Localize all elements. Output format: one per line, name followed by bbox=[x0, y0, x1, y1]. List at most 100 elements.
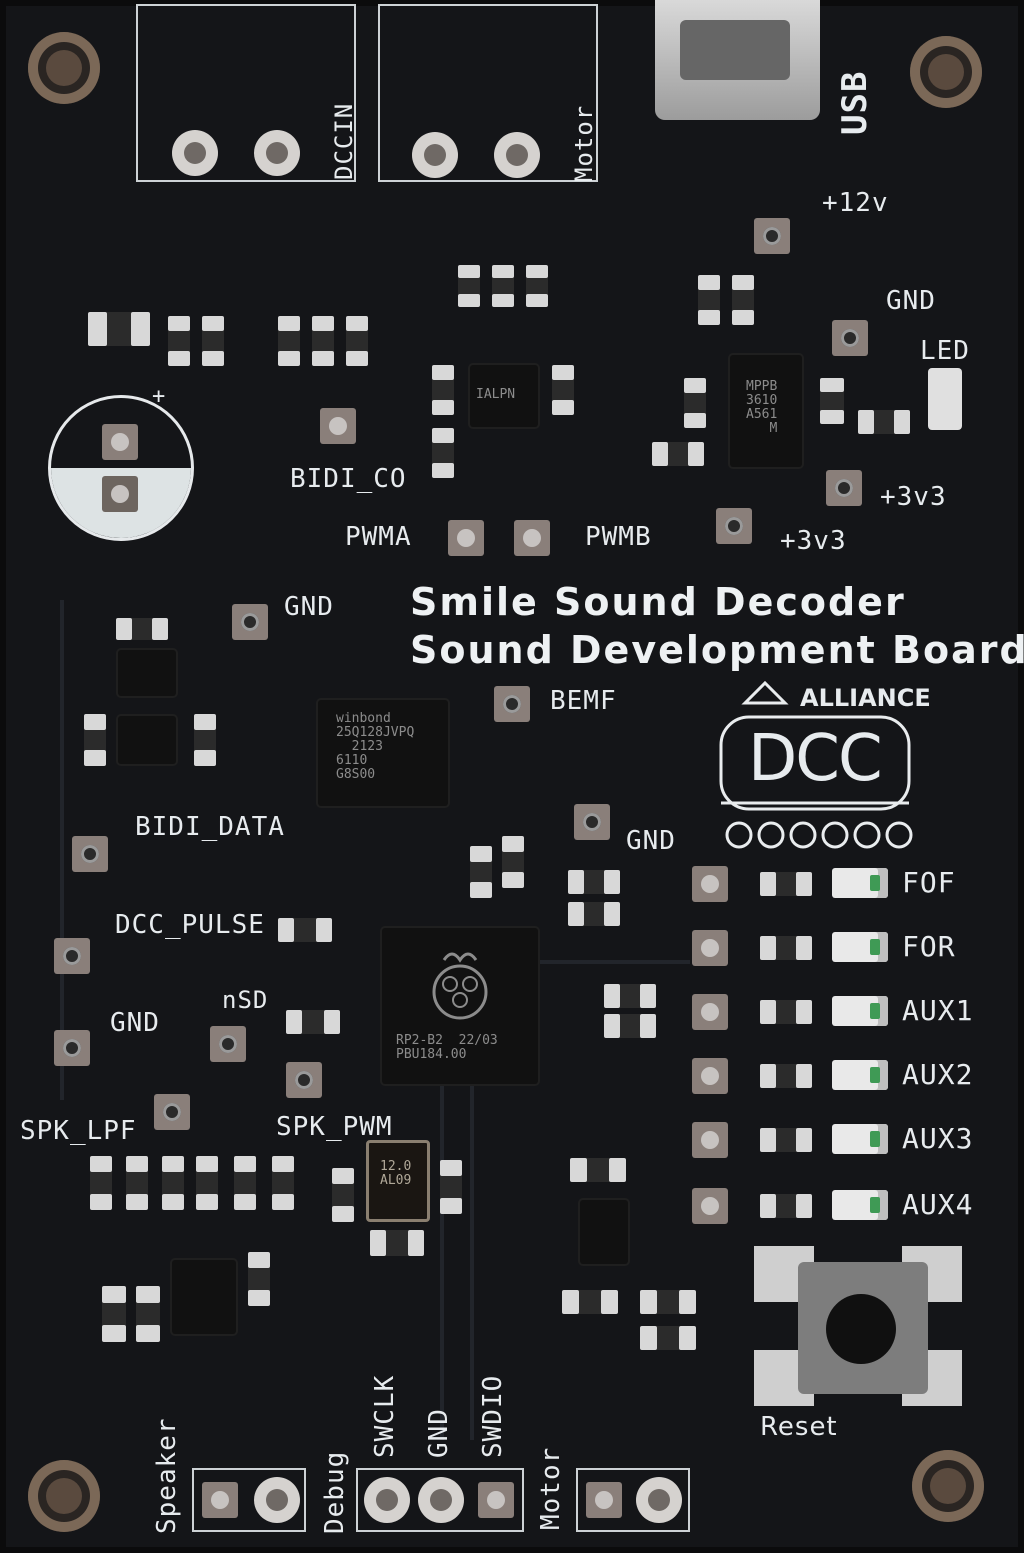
mounting-hole bbox=[28, 32, 100, 104]
label-gnd-bottom: GND bbox=[424, 1408, 454, 1458]
resistor bbox=[162, 1156, 184, 1210]
electrolytic-capacitor-footprint bbox=[48, 395, 194, 541]
speaker-pin-1[interactable] bbox=[202, 1482, 238, 1518]
dccin-pin bbox=[254, 130, 300, 176]
resistor bbox=[272, 1156, 294, 1210]
resistor bbox=[116, 618, 168, 640]
speaker-header-outline bbox=[192, 1468, 306, 1532]
test-point-pwmb[interactable] bbox=[514, 520, 550, 556]
test-point-bidi-co[interactable] bbox=[320, 408, 356, 444]
label-for: FOR bbox=[902, 930, 956, 963]
capacitor-pad bbox=[102, 424, 138, 460]
test-point-gnd-left[interactable] bbox=[54, 1030, 90, 1066]
test-point-gnd-top[interactable] bbox=[832, 320, 868, 356]
resistor bbox=[168, 316, 190, 366]
dccin-label: DCCIN bbox=[330, 102, 358, 180]
capacitor bbox=[604, 984, 656, 1008]
resistor bbox=[332, 1168, 354, 1222]
test-point-bidi-data[interactable] bbox=[72, 836, 108, 872]
output-pad-aux4[interactable] bbox=[692, 1188, 728, 1224]
capacitor bbox=[370, 1230, 424, 1256]
mosfet-ic bbox=[580, 1200, 628, 1264]
led-aux1 bbox=[832, 996, 888, 1026]
test-point-gnd-right[interactable] bbox=[574, 804, 610, 840]
output-pad-aux3[interactable] bbox=[692, 1122, 728, 1158]
label-pwmb: PWMB bbox=[585, 522, 652, 552]
label-gnd-right: GND bbox=[626, 826, 676, 856]
speaker-pin-2[interactable] bbox=[254, 1477, 300, 1523]
label-gnd-mid: GND bbox=[284, 592, 334, 622]
test-point-12v[interactable] bbox=[754, 218, 790, 254]
trace bbox=[440, 1080, 444, 1440]
resistor bbox=[732, 275, 754, 325]
resistor bbox=[248, 1252, 270, 1306]
crystal-oscillator bbox=[366, 1140, 430, 1222]
capacitor bbox=[640, 1326, 696, 1350]
resistor bbox=[570, 1158, 626, 1182]
test-point-dcc-pulse[interactable] bbox=[54, 938, 90, 974]
label-reset: Reset bbox=[760, 1412, 838, 1442]
audio-amplifier-ic bbox=[172, 1260, 236, 1334]
test-point-pwma[interactable] bbox=[448, 520, 484, 556]
resistor bbox=[552, 365, 574, 415]
output-pad-aux1[interactable] bbox=[692, 994, 728, 1030]
capacitor bbox=[568, 902, 620, 926]
capacitor bbox=[526, 265, 548, 307]
label-bemf: BEMF bbox=[550, 686, 617, 716]
label-gnd-top: GND bbox=[886, 286, 936, 316]
label-nsd: nSD bbox=[222, 986, 269, 1014]
resistor bbox=[196, 1156, 218, 1210]
rp2040-marking: RP2-B2 22/03 PBU184.00 bbox=[396, 1033, 498, 1062]
motor-pin-1[interactable] bbox=[586, 1482, 622, 1518]
resistor bbox=[234, 1156, 256, 1210]
capacitor bbox=[102, 1286, 126, 1342]
mounting-hole bbox=[910, 36, 982, 108]
dcc-alliance-logo bbox=[719, 680, 913, 849]
resistor bbox=[312, 316, 334, 366]
debug-pin-gnd[interactable] bbox=[418, 1477, 464, 1523]
debug-pin-swdio[interactable] bbox=[478, 1482, 514, 1518]
label-aux3: AUX3 bbox=[902, 1122, 974, 1155]
test-point-spk-pwm[interactable] bbox=[286, 1062, 322, 1098]
resistor bbox=[278, 316, 300, 366]
usb-port-opening bbox=[680, 20, 790, 80]
reset-button[interactable] bbox=[826, 1294, 896, 1364]
motor-pin-2[interactable] bbox=[636, 1477, 682, 1523]
capacitor bbox=[136, 1286, 160, 1342]
label-bidi-data: BIDI_DATA bbox=[135, 812, 285, 842]
test-point-spk-lpf[interactable] bbox=[154, 1094, 190, 1130]
resistor bbox=[760, 1064, 812, 1088]
mounting-hole bbox=[912, 1450, 984, 1522]
resistor bbox=[346, 316, 368, 366]
label-speaker: Speaker bbox=[152, 1417, 182, 1534]
label-bidi-co: BIDI_CO bbox=[290, 464, 407, 494]
output-pad-aux2[interactable] bbox=[692, 1058, 728, 1094]
led-aux4 bbox=[832, 1190, 888, 1220]
capacitor bbox=[568, 870, 620, 894]
output-pad-fof[interactable] bbox=[692, 866, 728, 902]
raspberry-pi-logo-icon bbox=[432, 952, 488, 1020]
test-point-3v3-b[interactable] bbox=[716, 508, 752, 544]
resistor bbox=[858, 410, 910, 434]
capacitor-pad bbox=[102, 476, 138, 512]
test-point-3v3-a[interactable] bbox=[826, 470, 862, 506]
debug-pin-swclk[interactable] bbox=[364, 1477, 410, 1523]
output-pad-for[interactable] bbox=[692, 930, 728, 966]
power-led bbox=[928, 368, 962, 430]
label-debug: Debug bbox=[320, 1450, 350, 1534]
test-point-bemf[interactable] bbox=[494, 686, 530, 722]
dccin-pin bbox=[172, 130, 218, 176]
label-spk-lpf: SPK_LPF bbox=[20, 1116, 137, 1146]
usb-label: USB bbox=[835, 70, 875, 135]
label-dcc-pulse: DCC_PULSE bbox=[115, 910, 265, 940]
label-aux1: AUX1 bbox=[902, 994, 974, 1027]
resistor bbox=[202, 316, 224, 366]
resistor bbox=[652, 442, 704, 466]
label-swclk: SWCLK bbox=[370, 1374, 400, 1458]
reset-button-assembly[interactable] bbox=[754, 1246, 962, 1406]
led-for bbox=[832, 932, 888, 962]
test-point-gnd-mid[interactable] bbox=[232, 604, 268, 640]
test-point-nsd[interactable] bbox=[210, 1026, 246, 1062]
regulator-marking: MPPB 3610 A561 M bbox=[746, 379, 778, 436]
